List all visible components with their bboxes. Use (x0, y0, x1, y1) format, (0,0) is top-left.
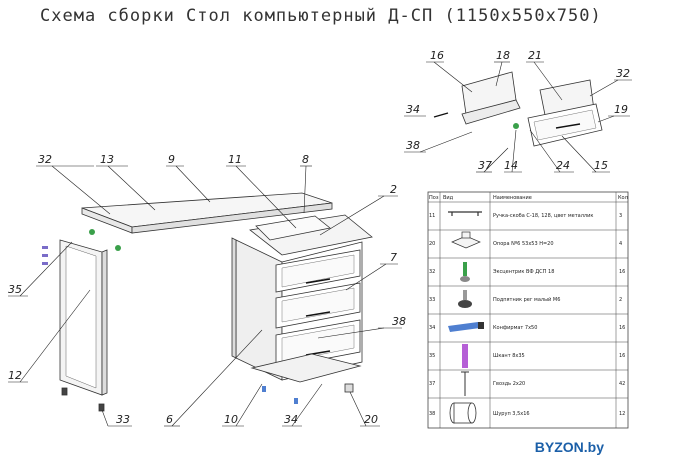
fasteners (42, 229, 354, 404)
drawer-handle (305, 311, 331, 317)
table-cell-pos: 32 (429, 269, 435, 275)
table-cell-name: Шуруп 3,5x16 (493, 411, 530, 417)
callouts-main: 32 13 9 11 8 2 7 38 35 12 33 6 10 34 20 (8, 153, 406, 426)
callout-label: 16 (430, 49, 444, 62)
dowel-icon (462, 344, 468, 368)
brand-logo-text[interactable]: BYZON.by (534, 439, 604, 455)
table-cell-name: Конфирмат 7x50 (493, 325, 537, 331)
parts-table: Поз Вид Наименование Кол 11 Ручка-скоба … (427, 191, 629, 429)
table-cell-qty: 16 (619, 353, 625, 359)
table-cell-pos: 11 (429, 213, 435, 219)
screw-icon (449, 402, 477, 424)
support-icon (451, 231, 481, 249)
callout-label: 18 (496, 49, 510, 62)
callouts-inset: 16 18 21 32 34 19 38 14 37 24 15 (406, 49, 630, 172)
table-cell-qty: 42 (619, 381, 625, 387)
table-cell-qty: 4 (619, 241, 622, 247)
callout-label: 15 (594, 159, 608, 172)
callout-label: 10 (224, 413, 238, 426)
table-cell-name: Подпятник рег малый М6 (493, 296, 560, 303)
table-cell-qty: 12 (619, 411, 625, 417)
callout-label: 12 (8, 369, 22, 382)
drawer-bottom (275, 319, 361, 369)
table-cell-qty: 2 (619, 297, 622, 303)
callout-label: 33 (116, 413, 130, 426)
callout-label: 21 (528, 49, 542, 62)
diagram-title: Схема сборки Стол компьютерный Д-СП (115… (40, 6, 602, 26)
callout-label: 14 (504, 159, 518, 172)
table-cell-pos: 38 (429, 411, 435, 417)
callout-label: 37 (478, 159, 492, 172)
callout-label: 11 (228, 153, 242, 166)
table-cell-pos: 37 (429, 381, 435, 387)
table-header: Кол (618, 195, 628, 201)
callout-label: 2 (390, 183, 397, 196)
left-side-panel (59, 239, 108, 396)
callout-label: 32 (616, 67, 630, 80)
plinth (250, 353, 362, 383)
table-cell-pos: 35 (429, 353, 435, 359)
table-header: Поз (429, 195, 439, 201)
table-cell-pos: 34 (429, 325, 435, 331)
leader-lines (8, 61, 632, 427)
table-cell-qty: 16 (619, 325, 625, 331)
callout-label: 32 (38, 153, 52, 166)
callout-label: 7 (390, 251, 397, 264)
callout-label: 13 (100, 153, 114, 166)
table-cell-name: Эксцентрик ВФ ДСП 18 (493, 269, 554, 275)
foot-icon (458, 290, 472, 308)
callout-label: 9 (168, 153, 175, 166)
table-cell-qty: 16 (619, 269, 625, 275)
callout-label: 19 (614, 103, 628, 116)
callout-label: 35 (8, 283, 22, 296)
table-cell-name: Гвоздь 2x20 (493, 381, 525, 387)
callout-label: 6 (166, 413, 173, 426)
table-header: Вид (443, 195, 454, 201)
table-cell-name: Шкант 8x35 (493, 353, 525, 359)
eccentric-icon (460, 262, 470, 282)
callout-label: 34 (284, 413, 298, 426)
adjustable-feet (61, 387, 105, 412)
drawer-handle (305, 278, 331, 284)
table-cell-pos: 33 (429, 297, 435, 303)
table-cell-qty: 3 (619, 213, 622, 219)
drawer-exploded-view (433, 71, 603, 147)
drawer-top (275, 249, 361, 293)
table-cell-name: Ручка-скоба С-18, 128, цвет металлик (493, 213, 593, 219)
callout-label: 38 (406, 139, 420, 152)
handle-icon (448, 211, 482, 216)
callout-label: 8 (302, 153, 309, 166)
table-cell-name: Опора Nº6 53x53 Н=20 (493, 241, 554, 247)
table-cell-pos: 20 (429, 241, 435, 247)
callout-label: 34 (406, 103, 420, 116)
table-header: Наименование (493, 195, 532, 201)
confirmat-icon (448, 322, 484, 332)
tabletop (81, 192, 333, 234)
callout-label: 24 (556, 159, 570, 172)
nail-icon (461, 371, 469, 396)
callout-label: 20 (364, 413, 378, 426)
drawer-middle (275, 282, 361, 329)
callout-label: 38 (392, 315, 406, 328)
